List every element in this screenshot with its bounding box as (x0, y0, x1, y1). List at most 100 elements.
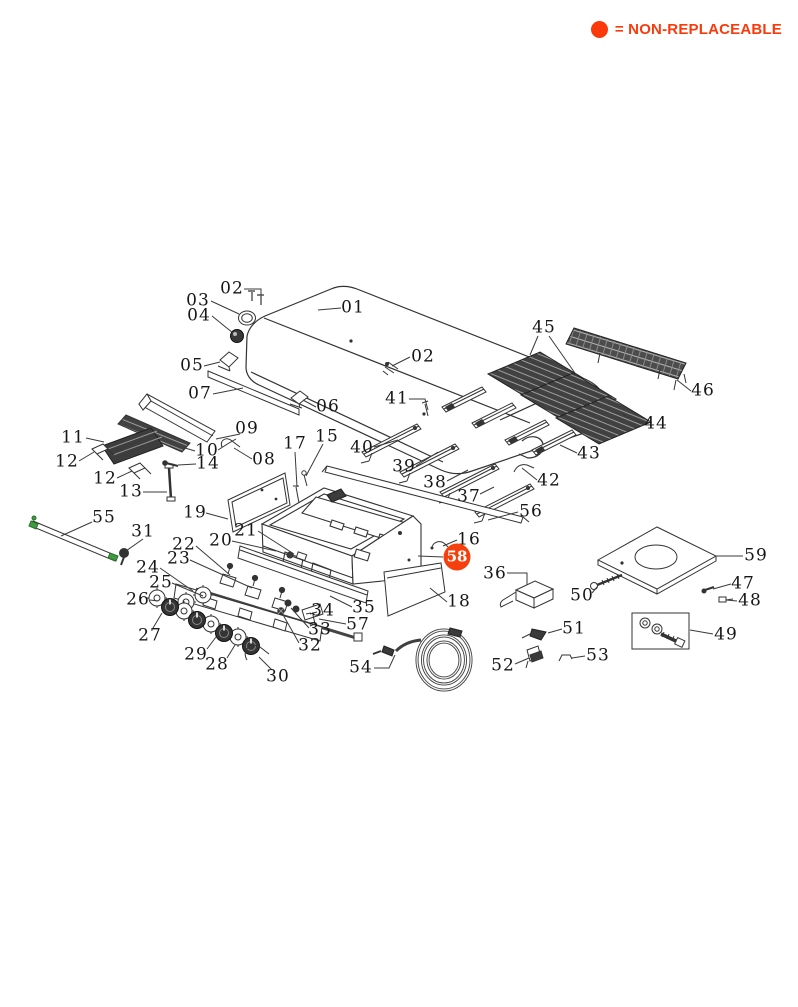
part-badge-58: 58 (443, 543, 471, 571)
hinge-05 (218, 352, 238, 371)
bolt-14 (163, 461, 178, 466)
part-label-23: 23 (167, 548, 191, 569)
part-label-35: 35 (352, 597, 376, 618)
part-label-40: 40 (350, 437, 374, 458)
part-label-12: 12 (55, 451, 79, 472)
part-label-32: 32 (298, 635, 322, 656)
part-label-29: 29 (184, 644, 208, 665)
legend: = NON-REPLACEABLE (590, 21, 782, 38)
part-label-39: 39 (392, 456, 416, 477)
part-label-53: 53 (586, 645, 610, 666)
part-label-12: 12 (93, 468, 117, 489)
part-label-28: 28 (205, 654, 229, 675)
igniter-31 (120, 549, 129, 566)
hinge-06 (290, 391, 308, 408)
part-label-41: 41 (385, 388, 409, 409)
part-label-15: 15 (315, 426, 339, 447)
insert-plate-59 (598, 527, 716, 594)
bracket-12-lower (128, 462, 152, 480)
part-label-03: 03 (186, 290, 210, 311)
part-label-42: 42 (537, 470, 561, 491)
legend-text: = NON-REPLACEABLE (614, 21, 782, 38)
crossover-tube-55 (29, 516, 118, 561)
part-label-26: 26 (126, 589, 150, 610)
electrode-41 (422, 401, 428, 416)
part-label-01: 01 (341, 297, 365, 318)
part-label-43: 43 (577, 443, 601, 464)
part-label-30: 30 (266, 666, 290, 687)
part-label-54: 54 (349, 657, 373, 678)
part-label-52: 52 (491, 655, 515, 676)
part-label-48: 48 (738, 590, 762, 611)
clip-51 (522, 629, 546, 640)
part-label-47: 47 (731, 573, 755, 594)
part-label-11: 11 (61, 427, 85, 448)
front-panel-18 (384, 563, 445, 616)
wire-09-clip (218, 439, 236, 450)
part-label-18: 18 (447, 591, 471, 612)
screw-47 (702, 587, 714, 593)
hose-54 (373, 628, 471, 690)
smoker-burner-11 (102, 428, 163, 464)
part-label-04: 04 (187, 305, 211, 326)
part-label-45: 45 (532, 317, 556, 338)
part-label-22: 22 (172, 534, 196, 555)
part-label-44: 44 (644, 413, 668, 434)
carryover-rod-13 (165, 464, 175, 501)
part-label-57: 57 (346, 614, 370, 635)
part-label-46: 46 (691, 380, 715, 401)
crossover-42 (514, 465, 534, 472)
heat-shield-09 (139, 394, 215, 442)
hardware-kit-49 (632, 613, 689, 649)
fittings-32-33-34 (278, 600, 323, 620)
thermometer-04 (231, 330, 244, 343)
clip-53 (559, 655, 572, 661)
part-label-07: 07 (188, 383, 212, 404)
grease-tray-36 (500, 581, 553, 608)
clip-16 (430, 542, 449, 550)
part-label-16: 16 (457, 529, 481, 550)
part-label-37: 37 (457, 486, 481, 507)
leader-lines (61, 289, 743, 670)
part-label-31: 31 (131, 521, 155, 542)
bolt-48 (719, 597, 733, 602)
part-label-13: 13 (119, 481, 143, 502)
control-frame-rail (174, 584, 322, 641)
part-label-56: 56 (519, 501, 543, 522)
part-label-09: 09 (235, 418, 259, 439)
support-rail-56 (322, 466, 529, 523)
part-label-21: 21 (234, 520, 258, 541)
part-label-10: 10 (195, 440, 219, 461)
part-label-36: 36 (483, 563, 507, 584)
part-label-51: 51 (562, 618, 586, 639)
valve-rail-2021 (238, 546, 368, 603)
part-label-27: 27 (138, 625, 162, 646)
part-label-59: 59 (744, 545, 768, 566)
pin-15 (302, 471, 307, 486)
part-label-06: 06 (316, 396, 340, 417)
part-label-49: 49 (714, 624, 738, 645)
part-label-55: 55 (92, 507, 116, 528)
part-label-25: 25 (149, 572, 173, 593)
rear-panel-19 (228, 473, 290, 532)
part-label-08: 08 (252, 449, 276, 470)
part-label-50: 50 (570, 585, 594, 606)
hood-pins-02-top (248, 291, 264, 305)
part-label-38: 38 (423, 472, 447, 493)
part-label-02: 02 (220, 278, 244, 299)
part-label-33: 33 (308, 619, 332, 640)
firebox-drawing (262, 488, 421, 584)
part-label-17: 17 (283, 433, 307, 454)
part-label-20: 20 (209, 530, 233, 551)
part-label-02: 02 (411, 346, 435, 367)
bracket-52 (526, 646, 543, 668)
part-label-34: 34 (311, 600, 335, 621)
screw-50 (591, 574, 623, 590)
wire-30 (245, 645, 269, 660)
part-label-24: 24 (136, 557, 160, 578)
thermometer-bezel-03 (239, 311, 256, 325)
part-label-19: 19 (183, 502, 207, 523)
non-replaceable-dot-icon (590, 21, 608, 38)
